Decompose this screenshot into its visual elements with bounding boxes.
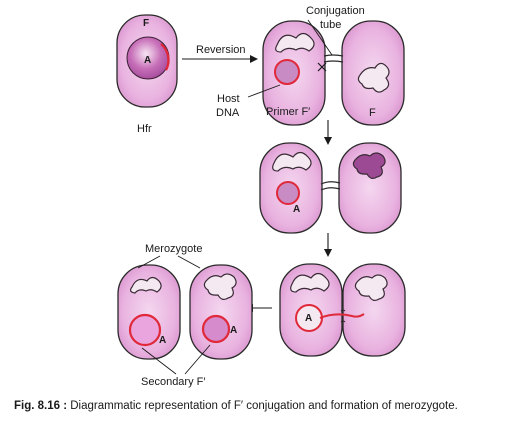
stage2-recipient-chromosome <box>352 152 386 180</box>
stage3-donor-chromosome <box>290 272 330 293</box>
stage3-tube-upper <box>340 309 346 312</box>
label-host: Host <box>217 93 240 105</box>
merozygote-left-f-plasmid <box>128 313 162 347</box>
host-dna-pointer <box>247 84 281 98</box>
stage2-donor-cell <box>259 142 323 234</box>
figure-caption: Fig. 8.16 : Diagrammatic representation … <box>14 400 519 412</box>
cross-mark-b <box>317 62 327 72</box>
stage3-donor-cell <box>279 263 343 357</box>
stage2-tube-lower <box>320 187 341 191</box>
merozygote-right-cell <box>189 264 253 360</box>
down-arrow-2-head <box>324 249 332 257</box>
label-f-recipient: F <box>369 107 376 119</box>
conjugation-diagram: F A Hfr Reversion Conjugation tube Host … <box>116 5 406 388</box>
stage2-recipient-cell <box>338 142 402 234</box>
label-hfr: Hfr <box>137 123 152 135</box>
merozygote-right-f-plasmid <box>201 314 231 344</box>
merozygote-left-chromosome <box>129 276 162 294</box>
stage3-tube-lower <box>340 320 346 323</box>
primer-f-plasmid <box>274 59 300 85</box>
merozygote-pointer-left <box>137 255 161 269</box>
recipient-cell-top <box>341 20 405 126</box>
stage3-recipient-chromosome <box>354 274 388 302</box>
stage2-f-plasmid <box>276 181 300 205</box>
recipient-chromosome <box>357 62 390 93</box>
conjugation-tube-upper <box>323 54 344 57</box>
label-merozygote: Merozygote <box>145 243 202 255</box>
label-a-hfr: A <box>144 55 151 66</box>
label-a-right-final: A <box>230 325 237 336</box>
hfr-cell <box>116 14 178 108</box>
primer-donor-cell <box>262 20 326 126</box>
label-secondary: Secondary F′ <box>141 376 205 388</box>
label-f-top: F <box>143 18 149 29</box>
down-arrow-1-head <box>324 137 332 145</box>
stage2-donor-chromosome <box>272 151 312 172</box>
label-conjugation: Conjugation <box>306 5 365 17</box>
reversion-arrowhead <box>250 55 258 63</box>
merozygote-right-chromosome <box>203 273 237 301</box>
label-reversion: Reversion <box>196 44 246 56</box>
label-dna: DNA <box>216 107 240 119</box>
label-primer: Primer F′ <box>266 106 310 118</box>
stage3-recipient-cell <box>342 263 406 357</box>
donor-chromosome <box>275 32 315 53</box>
stage2-tube-upper <box>320 181 341 185</box>
caption-prefix: Fig. 8.16 : <box>14 400 68 412</box>
label-tube: tube <box>320 19 341 31</box>
merozygote-pointer-right <box>177 255 201 269</box>
conjugation-tube-lower <box>323 60 344 63</box>
secondary-pointer-right <box>184 344 211 375</box>
transferring-f-strand <box>319 313 365 319</box>
label-a-left-final: A <box>159 335 166 346</box>
integrated-f-factor <box>160 43 170 71</box>
conjugation-tube-pointer <box>307 19 333 56</box>
label-a-stage3: A <box>305 313 312 324</box>
caption-text: Diagrammatic representation of F′ conjug… <box>67 400 458 412</box>
merozygote-left-cell <box>117 264 181 360</box>
label-a-stage2: A <box>293 204 300 215</box>
secondary-pointer-left <box>141 347 177 375</box>
